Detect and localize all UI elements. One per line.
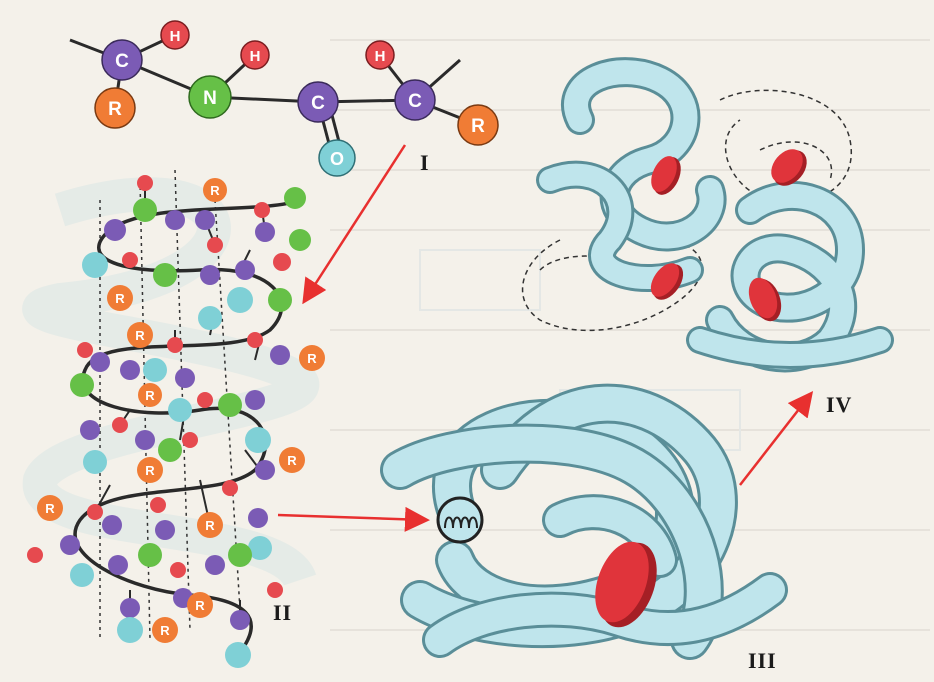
helix-radical-7: R (287, 453, 297, 468)
atom-radical-1: R (108, 99, 122, 120)
label-primary: I (420, 150, 430, 176)
atom-carbon-3: C (408, 91, 422, 112)
helix-radical-6: R (145, 463, 155, 478)
atom-hydrogen-3: H (375, 48, 386, 65)
atom-radical-2: R (471, 116, 485, 137)
atom-nitrogen: N (203, 88, 217, 109)
helix-radical-5: R (145, 388, 155, 403)
label-tertiary: III (748, 648, 777, 674)
helix-radical-9: R (205, 518, 215, 533)
atom-hydrogen-2: H (250, 48, 261, 65)
helix-radical-4: R (307, 351, 317, 366)
helix-radical-8: R (45, 501, 55, 516)
atom-oxygen: O (330, 149, 344, 169)
helix-radical-11: R (195, 598, 205, 613)
atom-carbon-1: C (115, 51, 129, 72)
helix-radical-2: R (115, 291, 125, 306)
atom-carbon-2: C (311, 93, 325, 114)
label-quaternary: IV (826, 392, 852, 418)
helix-radical-3: R (135, 328, 145, 343)
helix-radical-10: R (160, 623, 170, 638)
atom-hydrogen-1: H (170, 28, 181, 45)
label-secondary: II (273, 600, 292, 626)
helix-radical-1: R (210, 183, 220, 198)
